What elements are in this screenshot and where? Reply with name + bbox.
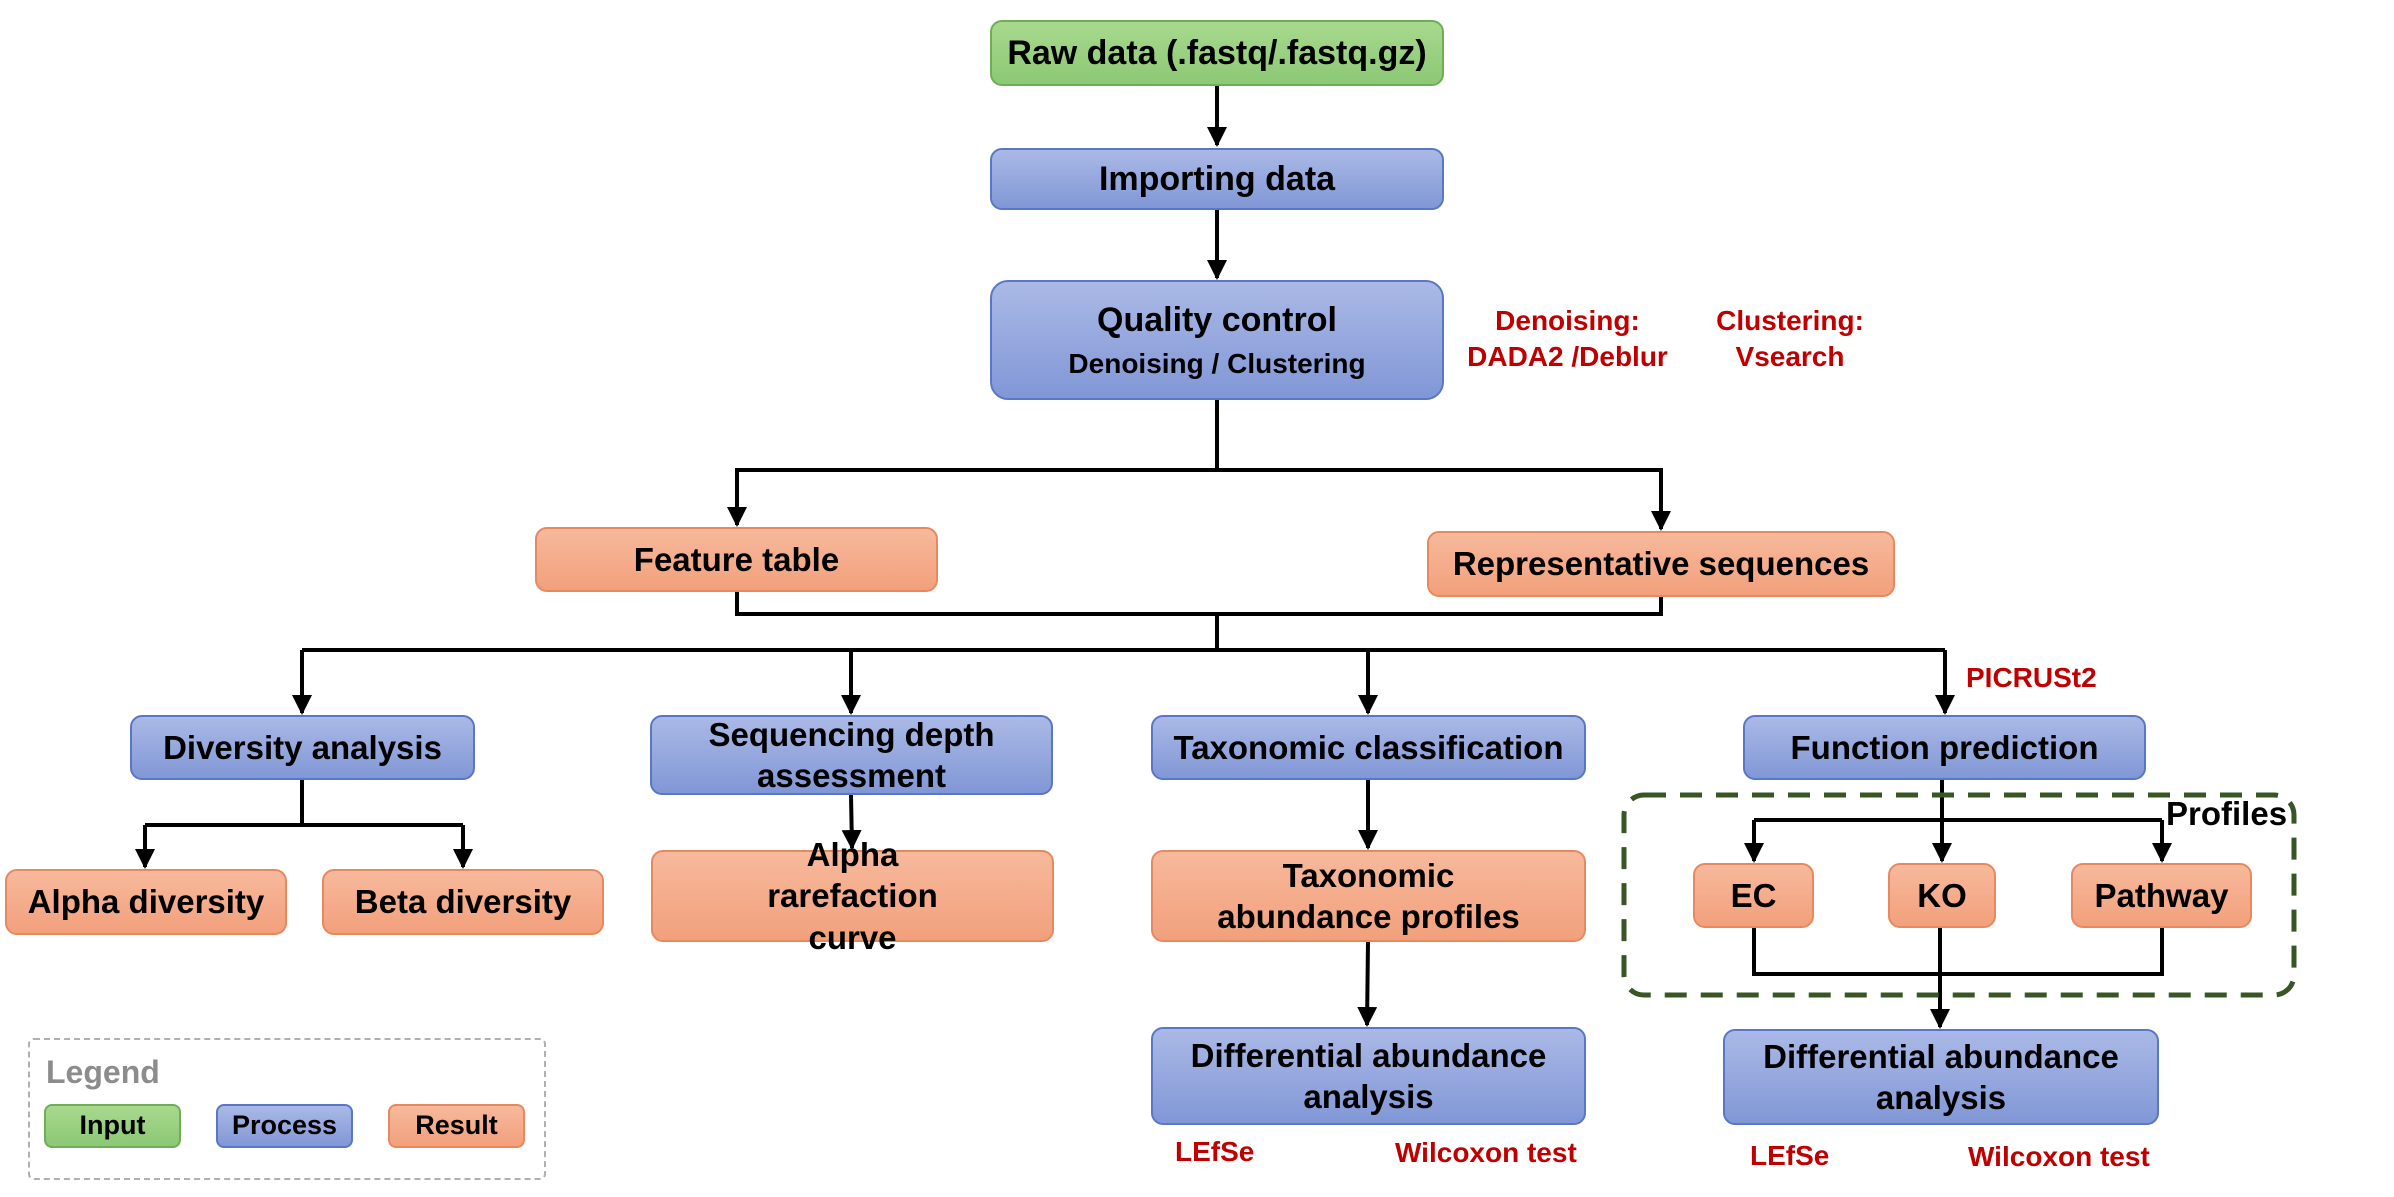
arrow-to-diff1 [1357, 941, 1378, 1027]
wilcoxon-note-2: Wilcoxon test [1968, 1141, 2150, 1172]
representative-sequences-node: Representative sequences [1427, 531, 1895, 597]
profiles-label: Profiles [2166, 795, 2288, 832]
ec-node: EC [1693, 863, 1814, 928]
differential-abundance-node-2: Differential abundance analysis [1723, 1029, 2159, 1125]
wilcoxon-note-1: Wilcoxon test [1395, 1137, 1577, 1168]
feature-table-node: Feature table [535, 527, 938, 592]
profiles-group-border [1621, 792, 2297, 998]
legend-result-swatch: Result [388, 1104, 525, 1148]
legend-input-swatch: Input [44, 1104, 181, 1148]
line-merge [735, 592, 1663, 616]
importing-data-node: Importing data [990, 148, 1444, 210]
legend-process-swatch: Process [216, 1104, 353, 1148]
differential-abundance-node-1: Differential abundance analysis [1151, 1027, 1586, 1125]
line-qc-split [735, 468, 1663, 527]
function-prediction-node: Function prediction [1743, 715, 2146, 780]
taxonomic-abundance-node: Taxonomic abundance profiles [1151, 850, 1586, 942]
legend-title: Legend [46, 1054, 160, 1090]
line-profiles-merge [1752, 928, 2164, 976]
taxonomic-classification-node: Taxonomic classification [1151, 715, 1586, 780]
alpha-diversity-node: Alpha diversity [5, 869, 287, 935]
raw-data-node: Raw data (.fastq/.fastq.gz) [990, 20, 1444, 86]
alpha-rarefaction-node: Alpha rarefaction curve [651, 836, 1054, 956]
lefse-note-2: LEfSe [1750, 1140, 1830, 1171]
arrow-to-rarefaction [841, 794, 862, 850]
legend: Legend Input Process Result [28, 1038, 546, 1180]
denoising-note: Denoising: DADA2 /Deblur [1467, 305, 1668, 373]
picrust-note: PICRUSt2 [1966, 662, 2097, 693]
diversity-analysis-node: Diversity analysis [130, 715, 475, 780]
lefse-note-1: LEfSe [1175, 1136, 1255, 1167]
quality-control-node: Quality control Denoising / Clustering [990, 280, 1444, 400]
beta-diversity-node: Beta diversity [322, 869, 604, 935]
clustering-note: Clustering: Vsearch [1716, 305, 1864, 373]
sequencing-depth-node: Sequencing depth assessment [650, 715, 1053, 795]
pathway-node: Pathway [2071, 863, 2252, 928]
ko-node: KO [1888, 863, 1996, 928]
qc-subtitle: Denoising / Clustering [1068, 347, 1366, 379]
qc-title: Quality control [1097, 301, 1337, 340]
